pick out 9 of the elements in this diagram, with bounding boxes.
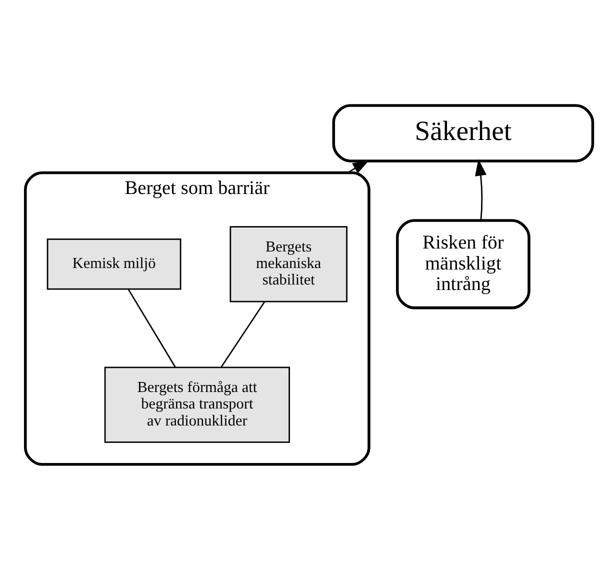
node-box: Säkerhet bbox=[332, 104, 594, 162]
arrow bbox=[475, 159, 487, 220]
node-box: Bergets mekaniska stabilitet bbox=[230, 226, 348, 302]
arrow bbox=[348, 160, 370, 174]
node-box: Bergets förmåga att begränsa transport av radionuklider bbox=[104, 366, 290, 443]
node-box: Kemisk miljö bbox=[46, 238, 182, 290]
connector bbox=[128, 289, 176, 368]
node-box: Risken för mänskligt intrång bbox=[396, 219, 530, 310]
connector bbox=[220, 301, 266, 368]
